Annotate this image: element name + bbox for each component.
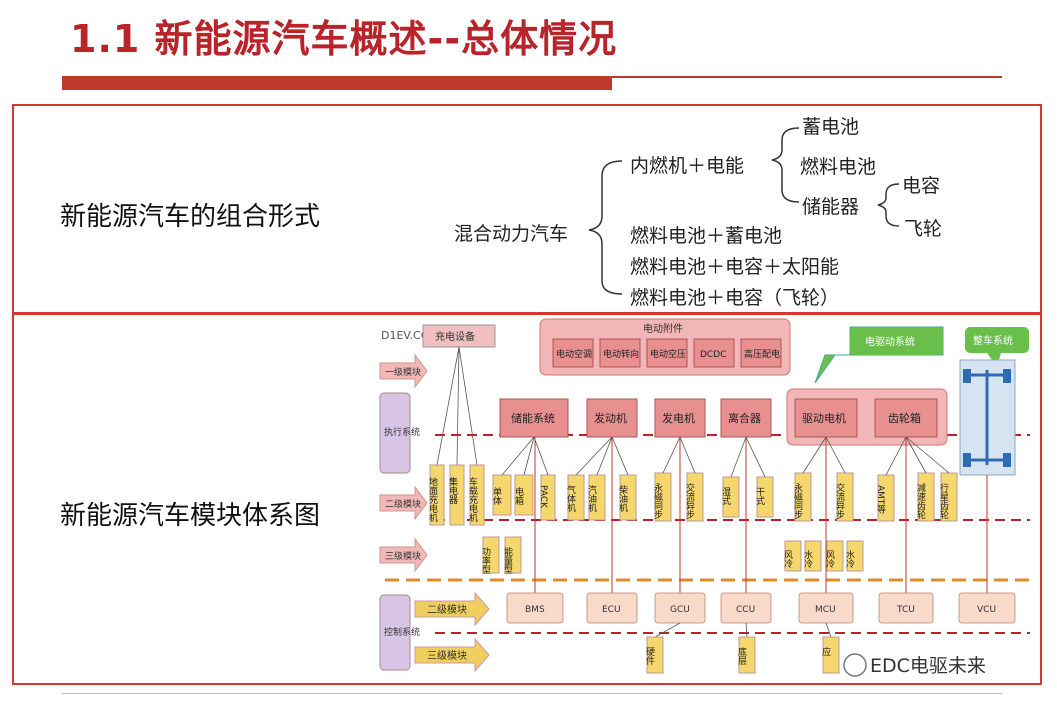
label-control: 控制系统 [384,626,420,638]
module-2: 发动机 [594,411,627,425]
callout-drive-label: 电驱动系统 [865,335,915,348]
arrow-level3 [379,537,428,573]
arrow-level1 [379,353,428,389]
title-accent-bar [62,76,612,90]
ctrl-3: GCU [670,605,690,615]
ctrl-5: MCU [815,605,836,615]
l2-item-1: 地面充电机 [427,476,438,523]
label-ctrl-level2: 二级模块 [427,604,467,616]
module-label: 新能源汽车模块体系图 [60,501,321,531]
arrow-ctrl-level3 [414,637,490,673]
label-level3: 三级模块 [385,550,421,562]
ctrl-2: ECU [602,605,621,615]
arrow-ctrl-level2 [414,591,490,627]
l2-item-4: 单体 [491,486,502,506]
tree-branch-engine: 内燃机＋电能 [630,155,745,177]
ctrl-l3-1: 硬件 [644,647,655,666]
l2-item-5: 电箱 [513,486,524,506]
tree-storage: 储能器 [802,196,860,218]
brace-storage [877,183,900,227]
label-exec-box [379,392,411,474]
l2-item-6: PACK [538,485,548,509]
module-3: 发电机 [662,411,695,425]
l2-item-12: 湿式 [720,487,731,505]
accessories-title: 电动附件 [643,322,683,335]
l2-item-17: 减速齿轮 [915,482,926,519]
page-title: 1.1 新能源汽车概述--总体情况 [70,17,618,61]
arrow-level2 [379,485,428,521]
l2-item-11: 交流异步 [684,482,695,520]
l2-item-9: 柴油机 [617,484,628,513]
l2-item-14: 永磁同步 [792,482,803,520]
l2-item-2: 集电器 [447,476,458,504]
module-system-diagram: D1EV.COM 第一电动 一级模块 执行系统 二级模块 三级模块 控制系统 二… [379,318,1030,677]
acc-item-2: 电动转向 [603,348,639,360]
l2-item-15: 交流异步 [834,482,845,520]
callout-vehicle-label: 整车系统 [973,334,1013,347]
tree-branch-fc-battery: 燃料电池＋蓄电池 [630,225,783,247]
tree-root: 混合动力汽车 [454,223,569,245]
module-4: 离合器 [728,411,761,425]
acc-item-4: DCDC [700,350,726,360]
l3-item-3: 风冷 [782,550,793,569]
module-1: 储能系统 [511,411,555,425]
combination-panel: 新能源汽车的组合形式 混合动力汽车 内燃机＋电能 蓄电池 燃料电池 储能器 电容… [12,104,1042,314]
ctrl-l3-3: 应 [820,646,831,657]
acc-item-3: 电动空压 [650,348,686,360]
ctrl-1: BMS [525,605,545,615]
tree-battery: 蓄电池 [802,116,860,138]
acc-item-1: 电动空调 [556,348,592,360]
ctrl-6: TCU [896,605,915,615]
l3-item-4: 水冷 [802,549,813,569]
tree-capacitor: 电容 [902,175,941,197]
l3-item-6: 水冷 [844,549,855,569]
wechat-logo-icon [843,653,867,677]
tree-fuel-cell: 燃料电池 [800,156,877,178]
charging-label: 充电设备 [435,330,475,343]
brace-engine [771,127,800,203]
l2-item-18: 行星齿轮 [938,482,949,519]
label-control-box [379,594,411,671]
label-level1: 一级模块 [385,366,421,378]
label-level2: 二级模块 [385,498,421,510]
l2-item-7: 气体机 [565,484,576,513]
watermark-edc: EDC电驱未来 [870,655,986,677]
l2-item-16: AMT等 [875,485,886,513]
tree-flywheel: 飞轮 [904,218,943,240]
l3-item-5: 风冷 [824,550,835,569]
hybrid-tree-brackets [588,127,900,295]
tree-branch-fc-cap-solar: 燃料电池＋电容＋太阳能 [630,256,840,278]
l2-item-3: 车载充电机 [467,476,478,523]
label-exec: 执行系统 [384,426,420,438]
l2-item-8: 汽油机 [586,484,597,513]
l2-item-13: 干式 [754,487,765,505]
combination-label: 新能源汽车的组合形式 [60,202,321,232]
module-5: 驱动电机 [802,411,846,425]
tree-branch-fc-cap-fly: 燃料电池＋电容（飞轮） [630,287,840,309]
ctrl-7: VCU [977,605,996,615]
l2-item-10: 永磁同步 [652,482,663,520]
footer-line [62,693,1002,694]
ctrl-4: CCU [736,605,755,615]
ctrl-l3-2: 底层 [736,646,747,666]
label-ctrl-level3: 三级模块 [427,650,467,662]
module-6: 齿轮箱 [888,411,921,425]
brace-main [588,160,623,295]
acc-item-5: 高压配电 [744,348,780,360]
l3-item-2: 能量型 [502,546,513,574]
l3-item-1: 功率型 [480,547,491,574]
